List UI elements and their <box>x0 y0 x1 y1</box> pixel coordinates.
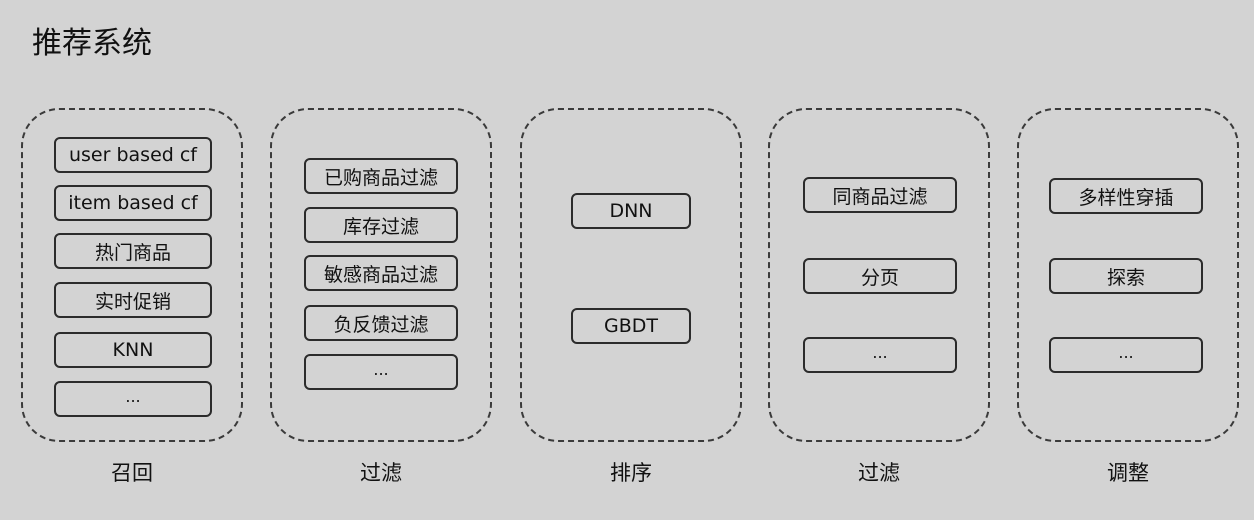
stage-recall-label: 召回 <box>111 461 153 485</box>
recall-item-user-cf: user based cf <box>54 137 212 173</box>
recall-item-more: ... <box>54 381 212 417</box>
post-filter-item-more: ... <box>803 337 957 373</box>
stage-post-filter-label: 过滤 <box>858 461 900 485</box>
recall-item-knn: KNN <box>54 332 212 368</box>
post-filter-item-same-product: 同商品过滤 <box>803 177 957 213</box>
adjust-item-diversity: 多样性穿插 <box>1049 178 1203 214</box>
rank-item-dnn: DNN <box>571 193 691 229</box>
filter-item-negative-feedback: 负反馈过滤 <box>304 305 458 341</box>
recall-item-promo: 实时促销 <box>54 282 212 318</box>
recall-item-hot: 热门商品 <box>54 233 212 269</box>
stage-rank-box <box>520 108 742 442</box>
filter-item-purchased: 已购商品过滤 <box>304 158 458 194</box>
rank-item-gbdt: GBDT <box>571 308 691 344</box>
stage-adjust-label: 调整 <box>1107 461 1149 485</box>
adjust-item-more: ... <box>1049 337 1203 373</box>
filter-item-sensitive: 敏感商品过滤 <box>304 255 458 291</box>
recall-item-item-cf: item based cf <box>54 185 212 221</box>
diagram-title: 推荐系统 <box>32 26 152 61</box>
stage-adjust-box <box>1017 108 1239 442</box>
filter-item-more: ... <box>304 354 458 390</box>
post-filter-item-pagination: 分页 <box>803 258 957 294</box>
filter-item-stock: 库存过滤 <box>304 207 458 243</box>
stage-recall-box <box>21 108 243 442</box>
stage-rank-label: 排序 <box>610 461 652 485</box>
stage-filter-box <box>270 108 492 442</box>
stage-post-filter-box <box>768 108 990 442</box>
stage-filter-label: 过滤 <box>360 461 402 485</box>
adjust-item-explore: 探索 <box>1049 258 1203 294</box>
